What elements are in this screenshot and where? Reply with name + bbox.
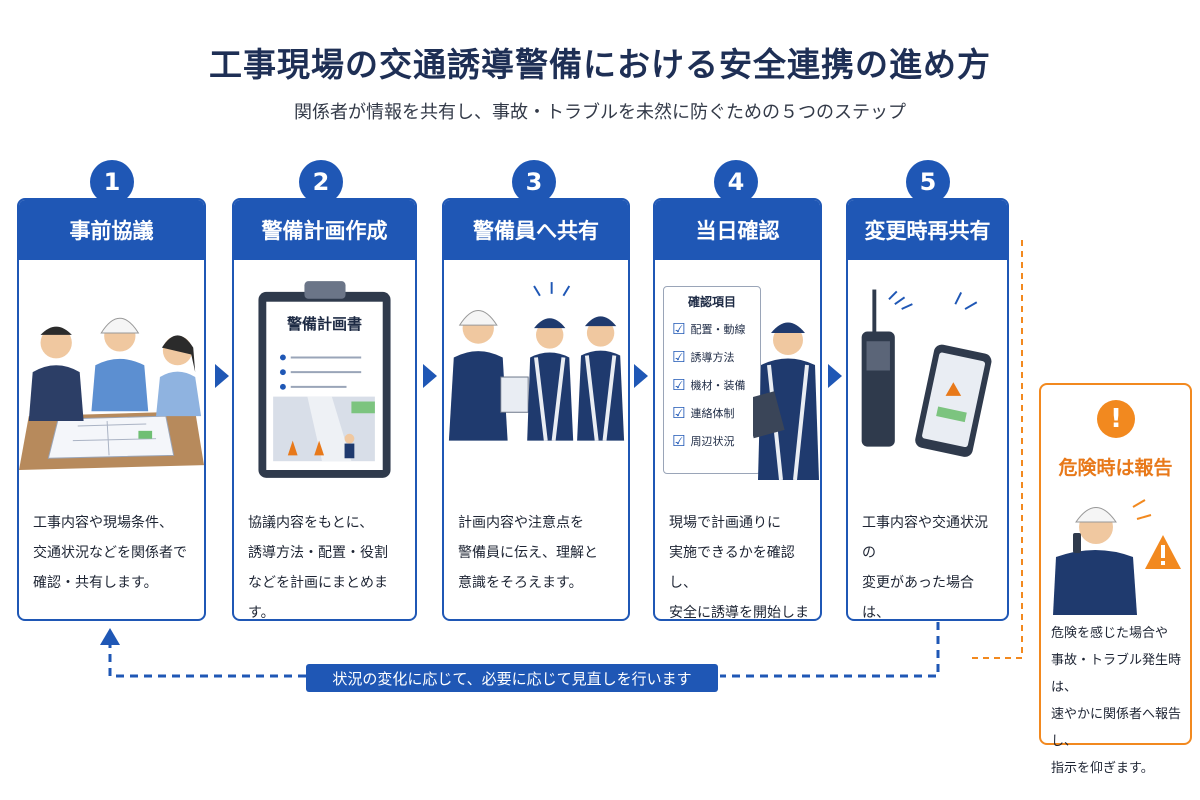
page-subtitle: 関係者が情報を共有し、事故・トラブルを未然に防ぐための５つのステップ [294, 102, 906, 123]
checklist-item-label: 誘導方法 [690, 351, 735, 364]
exclamation-icon: ! [1097, 400, 1135, 438]
checklist-item-label: 機材・装備 [690, 379, 746, 392]
step-2-number: 2 [299, 160, 343, 204]
flow-arrow-3 [634, 364, 648, 388]
step-3-heading: 警備員へ共有 [444, 200, 628, 260]
step-3-description: 計画内容や注意点を 警備員に伝え、理解と 意識をそろえます。 [458, 515, 598, 591]
checklist-item-label: 周辺状況 [690, 435, 735, 448]
step-1-description: 工事内容や現場条件、 交通状況などを関係者で 確認・共有します。 [33, 515, 187, 591]
clipboard-icon [258, 281, 391, 478]
step-1-heading: 事前協議 [19, 200, 204, 260]
flow-arrow-1 [215, 364, 229, 388]
flow-arrow-2 [423, 364, 437, 388]
checklist-item: ☑ 誘導方法 [672, 348, 760, 366]
guards-illustration [448, 282, 625, 441]
checkbox-icon: ☑ [672, 320, 686, 338]
radio-icon [861, 289, 992, 457]
step-5-card: 変更時再共有 工事内容や交通状況の 変更があった場合は、 速やかに再共有しますし [846, 198, 1009, 621]
checklist-item: ☑ 配置・動線 [672, 320, 760, 338]
step-5-heading: 変更時再共有 [848, 200, 1007, 260]
step-4-card: 当日確認 確認項目 ☑ 配置・動線 ☑ 誘導方法 ☑ 機材・装備 ☑ 連絡体制 ☑ 周辺状況 現場… [653, 198, 822, 621]
step-4-description: 現場で計画通りに 実施できるかを確認し、 安全に誘導を開始します。 [669, 515, 809, 621]
step-5-number: 5 [906, 160, 950, 204]
step-5-description: 工事内容や交通状況の 変更があった場合は、 速やかに再共有しますし [862, 515, 988, 621]
step-1-card: 事前協議 工事内容や現場条件、 交通状況などを関係者で 確認・共有します。 [17, 198, 206, 621]
step-3-card: 警備員へ共有 計画内容や注意点を 警備員に伝え、理解と 意識をそろえます。 [442, 198, 630, 621]
checklist-title: 確認項目 [687, 295, 736, 309]
clipboard-title: 警備計画書 [286, 315, 362, 333]
checklist: ☑ 配置・動線 ☑ 誘導方法 ☑ 機材・装備 ☑ 連絡体制 ☑ 周辺状況 [664, 320, 760, 450]
checkbox-icon: ☑ [672, 404, 686, 422]
danger-report-panel: ! 危険時は報告 危険を感じた場合や 事故・トラブル発生時は、 速やかに関係者へ… [1039, 383, 1192, 776]
step-4-heading: 当日確認 [655, 200, 820, 260]
checklist-item: ☑ 機材・装備 [672, 376, 760, 394]
checkbox-icon: ☑ [672, 376, 686, 394]
step-2-description: 協議内容をもとに、 誘導方法・配置・役割 などを計画にまとめます。 [248, 515, 388, 621]
meeting-illustration [19, 317, 204, 470]
checklist-panel: 確認項目 ☑ 配置・動線 ☑ 誘導方法 ☑ 機材・装備 ☑ 連絡体制 ☑ 周辺状況 [663, 286, 761, 474]
step-3-number: 3 [512, 160, 556, 204]
danger-description: 危険を感じた場合や 事故・トラブル発生時は、 速やかに関係者へ報告し、 指示を仰… [1051, 626, 1182, 776]
danger-heading: 危険時は報告 [1058, 457, 1173, 479]
checkbox-icon: ☑ [672, 348, 686, 366]
checklist-item-label: 連絡体制 [690, 407, 735, 420]
worker-calling-illustration [1053, 499, 1181, 615]
step-1-number: 1 [90, 160, 134, 204]
step-2-card: 警備計画作成 警備計画書 協議内容をもとに、 誘導方法・配置・役割 などを計画に… [232, 198, 417, 621]
checklist-item-label: 配置・動線 [690, 323, 746, 336]
flow-arrow-4 [828, 364, 842, 388]
checkbox-icon: ☑ [672, 432, 686, 450]
guard-with-clipboard-illustration [753, 322, 819, 481]
step-2-heading: 警備計画作成 [234, 200, 415, 260]
page-title: 工事現場の交通誘導警備における安全連携の進め方 [209, 45, 991, 84]
checklist-item: ☑ 周辺状況 [672, 432, 760, 450]
step-4-number: 4 [714, 160, 758, 204]
checklist-item: ☑ 連絡体制 [672, 404, 760, 422]
review-loop-label: 状況の変化に応じて、必要に応じて見直しを行います [306, 664, 718, 692]
